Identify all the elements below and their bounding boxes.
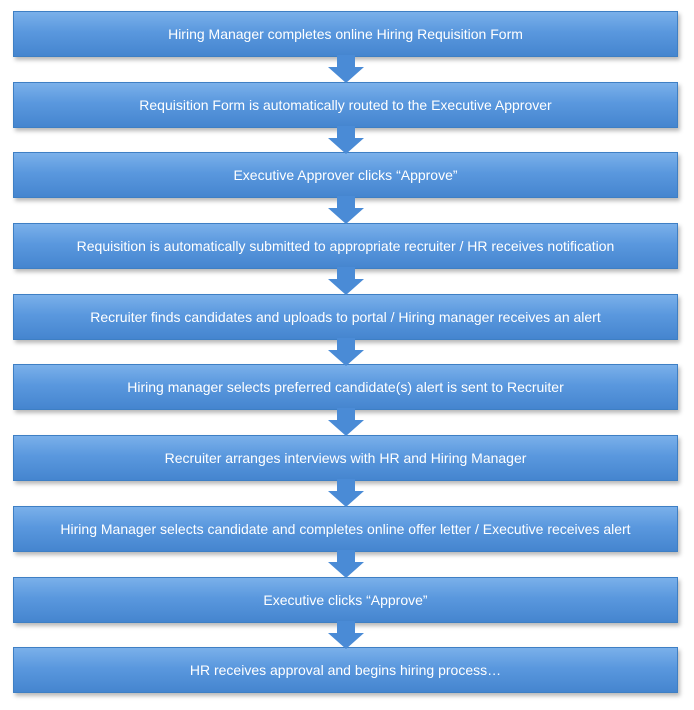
down-arrow-icon bbox=[328, 479, 364, 507]
down-arrow-icon bbox=[328, 267, 364, 295]
step-10-box: HR receives approval and begins hiring p… bbox=[13, 647, 678, 693]
step-1-label: Hiring Manager completes online Hiring R… bbox=[168, 26, 523, 42]
step-10-label: HR receives approval and begins hiring p… bbox=[189, 662, 502, 678]
step-8-box: Hiring Manager selects candidate and com… bbox=[13, 506, 678, 552]
step-9-label: Executive clicks “Approve” bbox=[263, 592, 428, 608]
step-9-box: Executive clicks “Approve” bbox=[13, 577, 678, 623]
step-4-label: Requisition is automatically submitted t… bbox=[76, 238, 615, 254]
step-7-box: Recruiter arranges interviews with HR an… bbox=[13, 435, 678, 481]
step-2-label: Requisition Form is automatically routed… bbox=[139, 97, 552, 113]
step-5-label: Recruiter finds candidates and uploads t… bbox=[90, 309, 601, 325]
down-arrow-icon bbox=[328, 550, 364, 578]
down-arrow-icon bbox=[328, 126, 364, 154]
step-8-label: Hiring Manager selects candidate and com… bbox=[60, 521, 631, 537]
step-6-box: Hiring manager selects preferred candida… bbox=[13, 364, 678, 410]
step-1-box: Hiring Manager completes online Hiring R… bbox=[13, 11, 678, 57]
step-2-box: Requisition Form is automatically routed… bbox=[13, 82, 678, 128]
step-4-box: Requisition is automatically submitted t… bbox=[13, 223, 678, 269]
down-arrow-icon bbox=[328, 338, 364, 366]
step-6-label: Hiring manager selects preferred candida… bbox=[127, 379, 564, 395]
step-3-label: Executive Approver clicks “Approve” bbox=[233, 167, 458, 183]
step-7-label: Recruiter arranges interviews with HR an… bbox=[164, 450, 527, 466]
step-5-box: Recruiter finds candidates and uploads t… bbox=[13, 294, 678, 340]
down-arrow-icon bbox=[328, 196, 364, 224]
down-arrow-icon bbox=[328, 408, 364, 436]
down-arrow-icon bbox=[328, 55, 364, 83]
step-3-box: Executive Approver clicks “Approve” bbox=[13, 152, 678, 198]
down-arrow-icon bbox=[328, 621, 364, 649]
